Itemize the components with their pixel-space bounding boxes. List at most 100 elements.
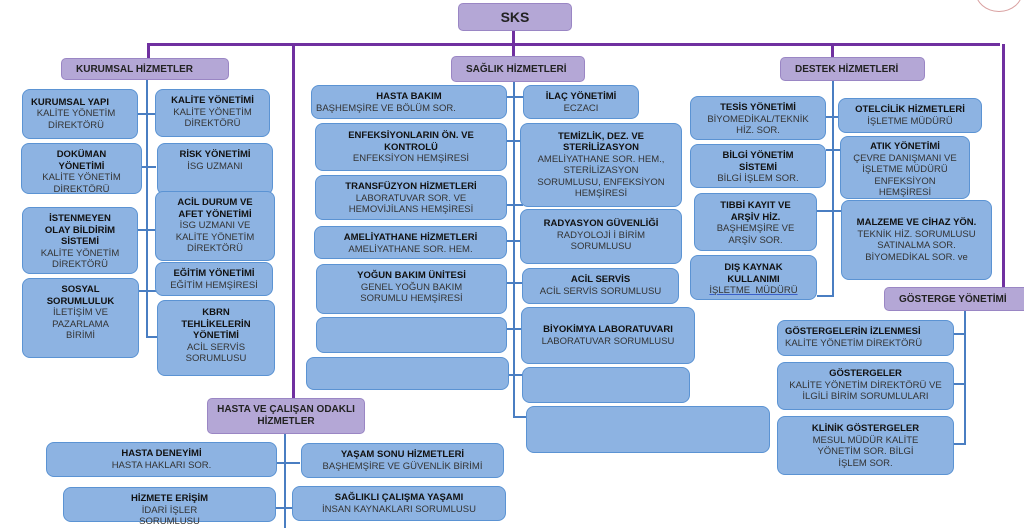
node-empty [522,367,690,403]
connector [817,295,834,297]
node-otelcilik: OTELCİLİK HİZMETLERİ İŞLETME MÜDÜRÜ [838,98,982,133]
connector [964,311,966,444]
node-dokuman-yonetimi: DOKÜMAN YÖNETİMİ KALİTE YÖNETİM DİREKTÖR… [21,143,142,195]
logo-fragment [975,0,1023,12]
node-malzeme-cihaz: MALZEME VE CİHAZ YÖN. TEKNİK HİZ. SORUML… [841,200,992,280]
node-subtitle: KALİTE YÖNETİM DİREKTÖRÜ [36,108,116,131]
node-subtitle: AMELİYATHANE SOR. HEM. [348,243,473,255]
connector [512,43,515,57]
node-title: AMELİYATHANE HİZMETLERİ [343,232,478,243]
node-title: HİZMETE ERİŞİM [130,493,209,504]
connector [954,383,966,385]
connector [505,240,523,242]
node-ameliyathane: AMELİYATHANE HİZMETLERİ AMELİYATHANE SOR… [314,226,507,259]
node-subtitle: İŞLETME MÜDÜRÜ [867,115,953,127]
node-dis-kaynak: DIŞ KAYNAK KULLANIMI İŞLETME MÜDÜRÜ [690,255,817,300]
node-subtitle: HASTA HAKLARI SOR. [111,459,212,471]
node-ilac-yonetimi: İLAÇ YÖNETİMİ ECZACI [523,85,639,119]
connector [826,149,840,151]
connector [1002,44,1005,287]
node-title: YOĞUN BAKIM ÜNİTESİ [357,270,466,281]
node-title: SOSYAL SORUMLULUK [46,284,115,307]
node-title: KBRN TEHLİKELERİN YÖNETİMİ [181,307,251,341]
connector [138,229,156,231]
node-subtitle: MESUL MÜDÜR KALİTE YÖNETİM SOR. BİLGİ İŞ… [812,434,919,469]
node-title: KALİTE YÖNETİMİ [171,95,254,106]
node-subtitle: BAŞHEMŞİRE VE ARŞİV SOR. [716,223,795,246]
node-subtitle: ACİL SERVİS SORUMLUSU [539,285,662,297]
header-saglik-hizmetleri: SAĞLIK HİZMETLERİ [451,56,585,82]
connector [138,166,156,168]
connector [831,43,834,58]
node-title: HASTA DENEYİMİ [121,448,202,459]
node-temizlik-sterilizasyon: TEMİZLİK, DEZ. VE STERİLİZASYON AMELİYAT… [520,123,682,207]
node-kurumsal-yapi: KURUMSAL YAPI KALİTE YÖNETİM DİREKTÖRÜ [22,89,138,139]
node-istenmeyen-olay: İSTENMEYEN OLAY BİLDİRİM SİSTEMİ KALİTE … [22,207,138,274]
node-radyasyon-guvenligi: RADYASYON GÜVENLİĞİ RADYOLOJİ İ BİRİM SO… [520,209,682,264]
connector [505,96,523,98]
node-title: BİLGİ YÖNETİM SİSTEMİ [722,150,794,173]
node-subtitle: LABORATUVAR SORUMLUSU [541,335,675,347]
node-title: İLAÇ YÖNETİMİ [545,91,617,102]
node-kalite-yonetimi: KALİTE YÖNETİMİ KALİTE YÖNETİM DİREKTÖRÜ [155,89,270,137]
header-title: GÖSTERGE YÖNETİMİ [899,293,1007,305]
node-title: MALZEME VE CİHAZ YÖN. [856,217,977,228]
connector [146,80,148,337]
node-sosyal-sorumluluk: SOSYAL SORUMLULUK İLETİŞİM VE PAZARLAMA … [22,278,139,358]
node-subtitle: BAŞHEMŞİRE VE GÜVENLİK BİRİMİ [322,460,483,472]
node-hizmete-erisim: HİZMETE ERİŞİM İDARİ İŞLER SORUMLUSU [63,487,276,527]
node-subtitle: KALİTE YÖNETİM DİREKTÖRÜ [42,172,121,195]
node-hasta-deneyimi: HASTA DENEYİMİ HASTA HAKLARI SOR. [46,442,277,477]
node-kbrn-tehlikeler: KBRN TEHLİKELERİN YÖNETİMİ ACİL SERVİS S… [157,300,275,376]
node-enfeksiyon-kontrol: ENFEKSİYONLARIN ÖN. VE KONTROLÜ ENFEKSİY… [315,123,507,171]
connector [147,43,1000,46]
node-title: YAŞAM SONU HİZMETLERİ [340,449,465,460]
connector [505,204,523,206]
connector [513,416,527,418]
header-kurumsal-hizmetler: KURUMSAL HİZMETLER [61,58,229,80]
connector [146,336,158,338]
node-subtitle: KALİTE YÖNETİM DİREKTÖRÜ [40,247,120,271]
node-subtitle: RADYOLOJİ İ BİRİM SORUMLUSU [556,229,646,253]
node-egitim-yonetimi: EĞİTİM YÖNETİMİ EĞİTİM HEMŞİRESİ [155,262,273,296]
node-empty [316,317,507,353]
connector [505,282,523,284]
connector [292,43,295,399]
node-subtitle: BİLGİ İŞLEM SOR. [717,173,799,184]
connector [826,116,840,118]
node-tibbi-kayit: TIBBİ KAYIT VE ARŞİV HİZ. BAŞHEMŞİRE VE … [694,193,817,251]
connector [147,43,150,61]
root-node-sks: SKS [458,3,572,31]
node-title: EĞİTİM YÖNETİMİ [173,268,255,279]
node-title: GÖSTERGELER [829,368,902,379]
root-title: SKS [500,9,530,25]
node-subtitle: İSG UZMANI VE KALİTE YÖNETİM DİREKTÖRÜ [175,220,255,254]
node-subtitle: ENFEKSİYON HEMŞİRESİ [352,153,470,164]
node-title: SAĞLIKLI ÇALIŞMA YAŞAMI [334,492,464,503]
node-transfuzyon: TRANSFÜZYON HİZMETLERİ LABORATUVAR SOR. … [315,175,507,220]
connector [138,290,156,292]
node-title: HASTA BAKIM [376,91,442,102]
connector [817,210,842,212]
node-subtitle: ACİL SERVİS SORUMLUSU [185,341,247,365]
node-subtitle: GENEL YOĞUN BAKIM SORUMLU HEMŞİRESİ [360,281,463,305]
node-title: ATIK YÖNETİMİ [870,141,940,152]
node-subtitle: İDARİ İŞLER SORUMLUSU [139,504,200,528]
node-acil-durum-afet: ACİL DURUM VE AFET YÖNETİMİ İSG UZMANI V… [155,191,275,261]
node-subtitle: ECZACI [563,102,599,114]
node-tesis-yonetimi: TESİS YÖNETİMİ BİYOMEDİKAL/TEKNİK HİZ. S… [690,96,826,140]
node-gostergeler: GÖSTERGELER KALİTE YÖNETİM DİREKTÖRÜ VE … [777,362,954,410]
node-title: ACİL DURUM VE AFET YÖNETİMİ [177,197,253,220]
node-title: KLİNİK GÖSTERGELER [811,423,920,434]
node-subtitle: BİYOMEDİKAL/TEKNİK HİZ. SOR. [707,113,809,137]
node-title: İSTENMEYEN OLAY BİLDİRİM SİSTEMİ [44,213,116,247]
node-title: DIŞ KAYNAK KULLANIMI [724,262,783,285]
node-title: GÖSTERGELERİN İZLENMESİ [785,326,921,337]
node-title: TEMİZLİK, DEZ. VE STERİLİZASYON [557,130,645,154]
node-title: RİSK YÖNETİMİ [179,149,251,160]
node-subtitle: İSG UZMANI [187,160,243,172]
node-subtitle: ÇEVRE DANIŞMANI VE İŞLETME MÜDÜRÜ ENFEKS… [853,152,957,199]
node-title: TIBBİ KAYIT VE ARŞİV HİZ. [720,200,791,223]
connector [505,140,523,142]
node-title: DOKÜMAN YÖNETİMİ [56,149,107,172]
